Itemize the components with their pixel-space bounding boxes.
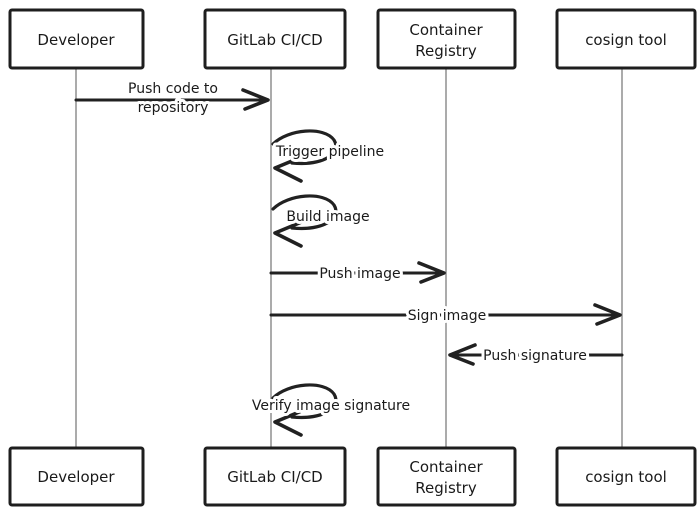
- participant-label-container-registry-top-line2: Registry: [415, 42, 477, 60]
- message-label-push-signature: Push signature: [483, 348, 587, 364]
- message-trigger-pipeline: Trigger pipeline: [271, 129, 387, 183]
- participant-box-developer-bottom: Developer: [8, 446, 145, 507]
- participant-box-gitlab-cicd-top: GitLab CI/CD: [203, 8, 347, 70]
- participant-label-cosign-tool-top: cosign tool: [585, 31, 667, 49]
- message-label-trigger-pipeline: Trigger pipeline: [275, 144, 384, 160]
- arrowhead-push-image: [417, 261, 446, 284]
- message-push-signature: Push signature: [448, 343, 624, 367]
- arrowhead-build-image: [273, 219, 306, 248]
- participant-box-container-registry-top: Container Registry: [376, 8, 517, 70]
- message-label-sign-image: Sign image: [408, 308, 487, 324]
- message-push-code-to-repository: Push code to repository: [74, 78, 270, 119]
- participant-label-cosign-tool-bottom: cosign tool: [585, 468, 667, 486]
- message-label-verify-image-signature: Verify image signature: [252, 398, 410, 414]
- participant-label-developer-bottom: Developer: [37, 468, 115, 486]
- participant-label-container-registry-bottom-line2: Registry: [415, 479, 477, 497]
- message-label-push-code-line1: Push code to: [128, 81, 218, 97]
- participant-label-container-registry-bottom-line1: Container: [409, 458, 483, 476]
- message-label-push-code-line2: repository: [138, 100, 209, 116]
- message-label-build-image: Build image: [286, 209, 369, 225]
- participant-box-developer-top: Developer: [8, 8, 145, 70]
- arrowhead-verify-image-signature: [273, 408, 306, 437]
- participant-box-container-registry-bottom: Container Registry: [376, 446, 517, 507]
- participant-label-gitlab-cicd-bottom: GitLab CI/CD: [227, 468, 323, 486]
- message-push-image: Push image: [269, 261, 446, 285]
- arrowhead-sign-image: [593, 303, 622, 326]
- message-sign-image: Sign image: [269, 303, 622, 327]
- arrowhead-trigger-pipeline: [273, 154, 306, 183]
- participant-label-developer-top: Developer: [37, 31, 115, 49]
- participant-box-gitlab-cicd-bottom: GitLab CI/CD: [203, 446, 347, 507]
- participant-box-cosign-tool-top: cosign tool: [555, 8, 697, 70]
- message-build-image: Build image: [271, 194, 373, 248]
- participant-label-container-registry-top-line1: Container: [409, 21, 483, 39]
- arrowhead-push-code: [241, 88, 270, 111]
- participant-label-gitlab-cicd-top: GitLab CI/CD: [227, 31, 323, 49]
- arrowhead-push-signature: [448, 343, 477, 366]
- participant-box-cosign-tool-bottom: cosign tool: [555, 446, 697, 507]
- message-verify-image-signature: Verify image signature: [249, 383, 413, 437]
- message-label-push-image: Push image: [319, 266, 400, 282]
